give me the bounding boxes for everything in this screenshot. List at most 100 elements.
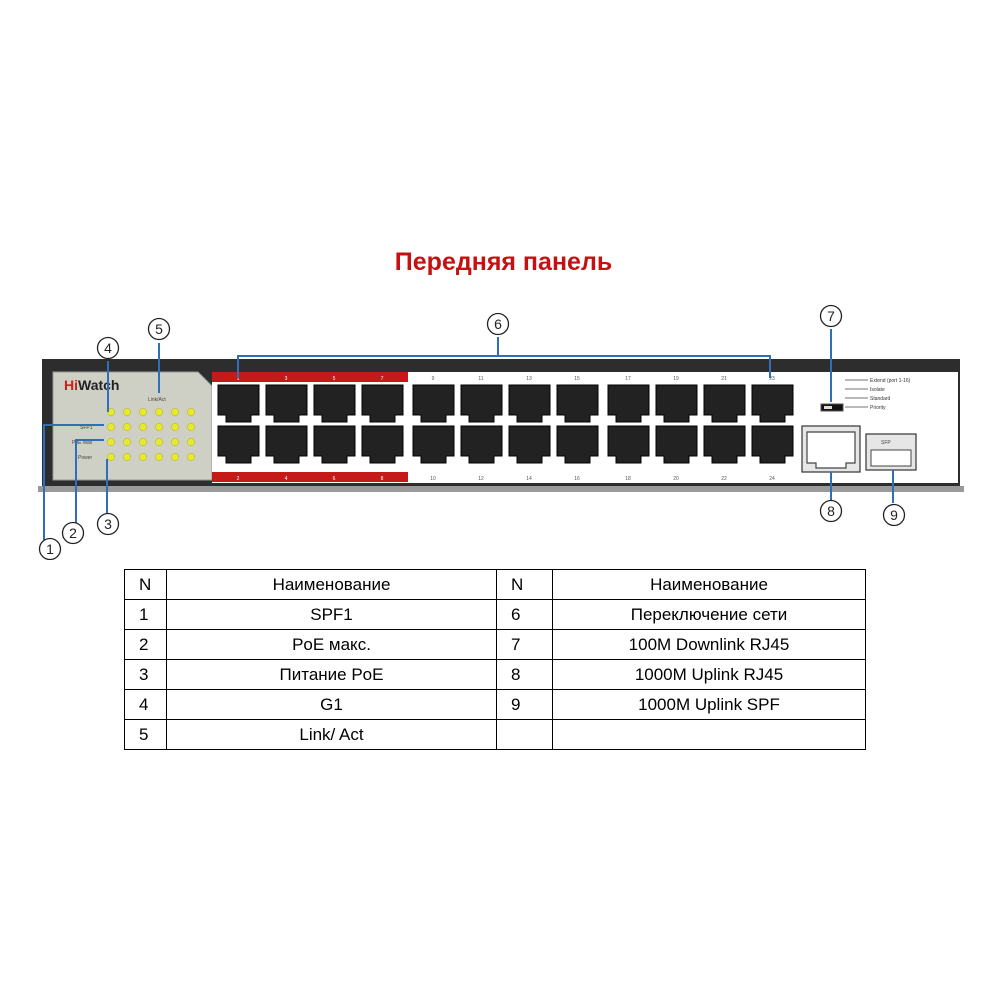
rj45-port[interactable] — [607, 425, 650, 464]
rj45-port[interactable] — [265, 425, 308, 464]
rj45-port[interactable] — [265, 384, 308, 423]
callout-line-2 — [75, 439, 104, 523]
port-number-top: 15 — [574, 376, 580, 382]
switch-label-isolate: Isolate — [870, 387, 885, 393]
chassis-shadow — [38, 486, 964, 492]
callout-number: 9 — [890, 507, 898, 523]
header-name-1: Наименование — [166, 569, 497, 600]
switch-label-extend: Extend (port 1-16) — [870, 378, 911, 384]
rj45-port[interactable] — [655, 425, 698, 464]
uplink-rj45-port[interactable] — [806, 431, 856, 469]
rj45-port[interactable] — [361, 425, 404, 464]
table-cell: 6 — [496, 599, 553, 630]
rj45-port[interactable] — [361, 384, 404, 423]
callout-circle — [819, 499, 843, 523]
rj45-port[interactable] — [412, 384, 455, 423]
led-indicator — [187, 453, 195, 461]
callout-circle — [61, 521, 85, 545]
callout-circle — [147, 317, 171, 341]
table-cell: Переключение сети — [552, 599, 866, 630]
led-indicator — [187, 438, 195, 446]
table-row: 5 Link/ Act — [124, 719, 866, 750]
led-grid — [107, 408, 195, 461]
port-number-bottom: 12 — [478, 476, 484, 482]
header-n-2: N — [496, 569, 553, 600]
rj45-port[interactable] — [751, 425, 794, 464]
led-indicator — [155, 423, 163, 431]
led-indicator — [107, 453, 115, 461]
port-number-top: 5 — [333, 376, 336, 382]
port-number-bottom: 10 — [430, 476, 436, 482]
uplink-sfp-port[interactable] — [870, 449, 912, 467]
rj45-port[interactable] — [460, 384, 503, 423]
page-title: Передняя панель — [394, 248, 613, 276]
callout-circle — [882, 503, 906, 527]
rj45-port[interactable] — [412, 425, 455, 464]
table-cell: Питание PoE — [166, 659, 497, 690]
led-indicator — [187, 423, 195, 431]
rj45-port[interactable] — [460, 425, 503, 464]
callout-circle — [819, 304, 843, 328]
rj45-port[interactable] — [313, 384, 356, 423]
rj45-port[interactable] — [508, 425, 551, 464]
table-cell: 8 — [496, 659, 553, 690]
rj45-port[interactable] — [703, 384, 746, 423]
table-cell: 1000M Uplink RJ45 — [552, 659, 866, 690]
port-number-top: 7 — [381, 376, 384, 382]
callout-line-1 — [43, 424, 104, 541]
rj45-port[interactable] — [217, 384, 260, 423]
switch-label-standard: Standard — [870, 396, 891, 402]
brand-logo: HiWatch — [64, 377, 119, 393]
table-cell: 1000M Uplink SPF — [552, 689, 866, 720]
port-band-red-bottom — [212, 472, 408, 482]
port-number-bottom: 20 — [673, 476, 679, 482]
rj45-port[interactable] — [655, 384, 698, 423]
led-indicator — [155, 408, 163, 416]
led-indicator — [139, 438, 147, 446]
rj45-port[interactable] — [508, 384, 551, 423]
callout-number: 7 — [827, 308, 835, 324]
led-indicator — [123, 408, 131, 416]
callout-number: 1 — [46, 541, 54, 557]
brand-logo-hi: Hi — [64, 377, 78, 393]
port-number-top: 17 — [625, 376, 631, 382]
led-indicator — [123, 438, 131, 446]
table-cell: 5 — [124, 719, 167, 750]
led-label-power: Power — [78, 455, 93, 461]
callout-number: 8 — [827, 503, 835, 519]
led-indicator — [123, 423, 131, 431]
rj45-port[interactable] — [556, 384, 599, 423]
port-number-top: 9 — [432, 376, 435, 382]
led-indicator — [107, 423, 115, 431]
led-indicator — [171, 408, 179, 416]
callout-number: 4 — [104, 340, 112, 356]
table-cell: G1 — [166, 689, 497, 720]
led-label-sfp: SFP1 — [80, 425, 93, 431]
led-indicator — [187, 408, 195, 416]
port-number-top: 23 — [769, 376, 775, 382]
led-indicator — [171, 423, 179, 431]
port-number-top: 11 — [478, 376, 483, 382]
table-row: 2 PoE макс. 7 100M Downlink RJ45 — [124, 629, 866, 660]
rj45-port[interactable] — [556, 425, 599, 464]
port-number-top: 19 — [673, 376, 679, 382]
led-indicator — [155, 453, 163, 461]
rj45-port[interactable] — [217, 425, 260, 464]
switch-label-priority: Priority — [870, 405, 886, 411]
rj45-port[interactable] — [313, 425, 356, 464]
port-band-red-top — [212, 372, 408, 382]
table-cell — [496, 719, 553, 750]
rj45-port[interactable] — [703, 425, 746, 464]
rj45-port[interactable] — [607, 384, 650, 423]
rj45-port[interactable] — [751, 384, 794, 423]
led-indicator — [139, 423, 147, 431]
port-bay — [212, 372, 798, 483]
led-indicator — [123, 453, 131, 461]
port-number-top: 21 — [721, 376, 727, 382]
header-name-2: Наименование — [552, 569, 866, 600]
brand-logo-rest: Watch — [78, 377, 119, 393]
port-number-top: 3 — [285, 376, 288, 382]
uplink-sfp-label: SFP — [881, 440, 891, 446]
